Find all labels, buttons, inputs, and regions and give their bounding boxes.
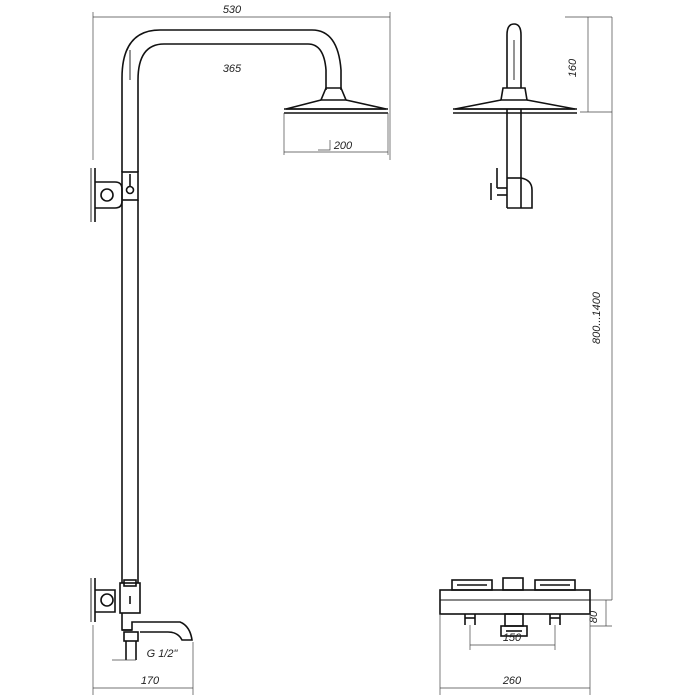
side-riser <box>506 23 522 208</box>
dimension-label-150: 150 <box>503 632 522 644</box>
mixer-front: G 1/2" <box>90 578 193 661</box>
front-view: 530 365 200 <box>90 4 391 695</box>
dimension-inlet-spacing: 150 <box>469 625 556 650</box>
shower-head-front: 200 <box>283 87 389 155</box>
shower-head-side <box>453 87 577 114</box>
dimension-height-range: 800...1400 <box>585 17 613 601</box>
dimension-mixer-width: 260 <box>439 614 591 695</box>
dimension-label-260: 260 <box>502 675 522 687</box>
dimension-label-80: 80 <box>588 610 600 623</box>
dimension-label-800-1400: 800...1400 <box>591 291 603 344</box>
dimension-mixer-height: 80 <box>588 600 612 627</box>
dimension-overall-width: 530 <box>92 4 391 160</box>
dimension-label-530: 530 <box>223 4 242 16</box>
dimension-spout-projection: 170 <box>92 625 194 695</box>
dimension-label-thread: G 1/2" <box>147 648 179 660</box>
side-bracket <box>490 168 533 209</box>
dimension-label-200: 200 <box>333 140 353 152</box>
mixer-side <box>439 577 591 637</box>
dimension-label-365: 365 <box>223 63 242 75</box>
riser-pipe <box>121 29 342 583</box>
dimension-head-height: 160 <box>565 16 612 113</box>
dimension-label-160: 160 <box>567 58 579 77</box>
upper-wall-bracket <box>90 168 139 222</box>
dimension-label-170: 170 <box>141 675 160 687</box>
side-view: 160 800...1400 <box>439 16 613 695</box>
